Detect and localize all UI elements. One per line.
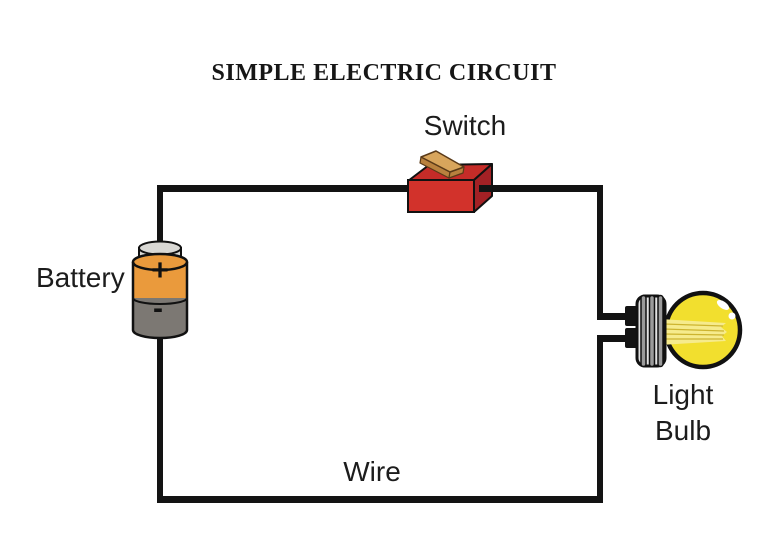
bulb-filament-lines bbox=[663, 323, 725, 340]
diagram-title: SIMPLE ELECTRIC CIRCUIT bbox=[211, 60, 557, 86]
bulb-base-ridge bbox=[640, 294, 647, 368]
light-bulb-label-line2: Bulb bbox=[654, 415, 712, 446]
battery-divider-line bbox=[132, 297, 188, 305]
bulb-highlight-small bbox=[728, 312, 736, 320]
light-bulb-label: Light Bulb bbox=[653, 377, 714, 449]
battery-cap-top bbox=[138, 240, 182, 256]
battery-outline bbox=[131, 262, 189, 340]
wire-bottom-segment bbox=[157, 496, 603, 503]
bulb-base-ridge bbox=[648, 294, 656, 368]
bulb-filament-band bbox=[660, 319, 727, 345]
light-bulb-icon bbox=[625, 290, 743, 370]
bulb-terminal-wire-top bbox=[597, 313, 629, 320]
switch-wire-nub bbox=[479, 185, 492, 192]
light-bulb-label-line1: Light bbox=[652, 379, 714, 410]
battery-icon: + - bbox=[131, 240, 189, 340]
switch-lever-top bbox=[420, 150, 465, 173]
switch-icon bbox=[407, 150, 493, 213]
battery-minus-sign: - bbox=[153, 292, 163, 325]
battery-label: Battery bbox=[36, 262, 125, 293]
wire-label: Wire bbox=[343, 456, 401, 487]
wire-left-segment bbox=[157, 185, 163, 503]
wire-top-segment bbox=[157, 185, 603, 192]
bulb-highlight-large bbox=[716, 300, 730, 310]
bulb-base-ridge bbox=[657, 294, 664, 368]
wire-right-upper-segment bbox=[597, 185, 603, 320]
bulb-terminal-wire-bottom bbox=[597, 335, 629, 342]
battery-bottom-bulge bbox=[133, 326, 187, 338]
wire-right-lower-segment bbox=[597, 335, 603, 503]
switch-front-face bbox=[407, 179, 475, 213]
battery-plus-sign: + bbox=[151, 254, 169, 287]
switch-label: Switch bbox=[423, 110, 507, 141]
